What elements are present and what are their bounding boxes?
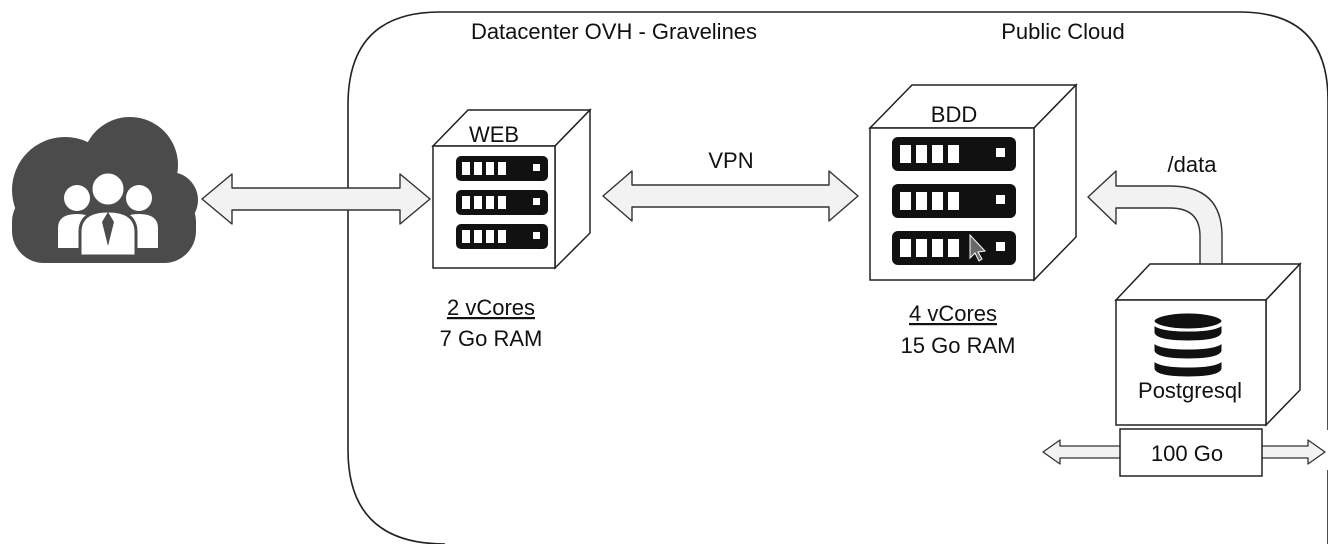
cloud-users-icon — [12, 117, 198, 263]
storage-size-text: 100 Go — [1151, 441, 1223, 466]
vpn-label: VPN — [708, 148, 753, 173]
web-server — [431, 108, 592, 270]
storage-volume — [1114, 262, 1302, 477]
storage-label: Postgresql — [1138, 378, 1242, 403]
database-icon — [1151, 310, 1225, 380]
db-rack-units — [892, 137, 1016, 265]
web-server-label: WEB — [469, 122, 519, 147]
db-server-label: BDD — [931, 102, 977, 127]
db-cores-text: 4 vCores — [909, 301, 997, 326]
vpn-arrow — [602, 170, 859, 222]
web-cores-text: 2 vCores — [447, 295, 535, 320]
web-rack-units — [456, 156, 548, 249]
users-web-arrow — [201, 173, 431, 225]
datacenter-title: Datacenter OVH - Gravelines — [471, 19, 757, 44]
public-cloud-title: Public Cloud — [1001, 19, 1125, 44]
web-ram-text: 7 Go RAM — [440, 326, 543, 351]
data-mount-arrow — [1087, 170, 1223, 276]
data-mount-label: /data — [1168, 152, 1218, 177]
mouse-cursor-icon — [969, 233, 987, 262]
db-server — [868, 83, 1078, 282]
db-ram-text: 15 Go RAM — [901, 333, 1016, 358]
